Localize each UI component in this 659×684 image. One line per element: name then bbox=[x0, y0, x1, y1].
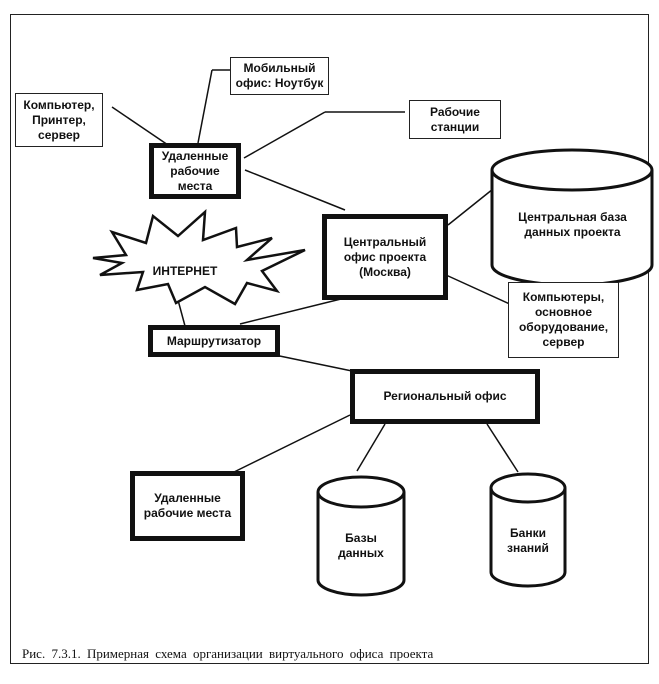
edge-remote-to-central bbox=[244, 169, 346, 211]
edge-central-to-db bbox=[447, 184, 499, 226]
edge-regional-to-databases bbox=[356, 423, 386, 472]
mobile-office-label: Мобильный офис: Ноутбук bbox=[235, 61, 324, 90]
router-label: Маршрутизатор bbox=[166, 333, 262, 348]
central-office-box: Центральный офис проекта (Москва) bbox=[322, 214, 448, 300]
computers-equipment-box: Компьютеры, основное оборудование, серве… bbox=[508, 282, 619, 358]
edge-central-to-router bbox=[239, 297, 346, 325]
edge-central-to-equipment bbox=[445, 274, 513, 306]
central-db-cylinder bbox=[490, 148, 654, 287]
databases-cylinder bbox=[316, 475, 406, 597]
edge-router-to-regional bbox=[269, 353, 353, 372]
edge-mobile-to-remote bbox=[197, 69, 213, 144]
knowledge-banks-cylinder bbox=[489, 472, 567, 588]
internet-burst-shape bbox=[92, 209, 306, 306]
workstations-label: Рабочие станции bbox=[430, 104, 480, 134]
computer-printer-server-label: Компьютер, Принтер, сервер bbox=[23, 97, 95, 142]
edge-internet-to-router bbox=[177, 299, 186, 327]
central-db-label: Центральная база данных проекта bbox=[518, 210, 627, 239]
computer-printer-server-box: Компьютер, Принтер, сервер bbox=[15, 93, 103, 147]
remote-workplaces-bottom-box: Удаленные рабочие места bbox=[130, 471, 245, 541]
remote-workplaces-top-box: Удаленные рабочие места bbox=[149, 143, 241, 199]
regional-office-box: Региональный офис bbox=[350, 369, 540, 424]
figure-frame bbox=[10, 14, 649, 664]
remote-workplaces-top-label: Удаленные рабочие места bbox=[161, 148, 229, 193]
edge-regional-to-knowledge bbox=[486, 423, 519, 473]
workstations-box: Рабочие станции bbox=[409, 100, 501, 139]
regional-office-label: Региональный офис bbox=[383, 389, 507, 403]
figure-caption: Рис. 7.3.1. Примерная схема организации … bbox=[22, 646, 434, 661]
central-office-label: Центральный офис проекта (Москва) bbox=[343, 234, 427, 279]
computers-equipment-label: Компьютеры, основное оборудование, серве… bbox=[518, 290, 609, 349]
remote-workplaces-bottom-label: Удаленные рабочие места bbox=[143, 491, 232, 520]
edge-regional-to-remote-bottom bbox=[231, 414, 351, 474]
knowledge-banks-label: Банки знаний bbox=[507, 526, 549, 555]
edge-workstations-to-remote bbox=[243, 111, 326, 159]
internet-label: ИНТЕРНЕТ bbox=[152, 263, 218, 278]
mobile-office-box: Мобильный офис: Ноутбук bbox=[230, 57, 329, 95]
edge-computer-to-remote bbox=[111, 106, 169, 146]
databases-label: Базы данных bbox=[338, 531, 384, 560]
router-box: Маршрутизатор bbox=[148, 325, 280, 357]
